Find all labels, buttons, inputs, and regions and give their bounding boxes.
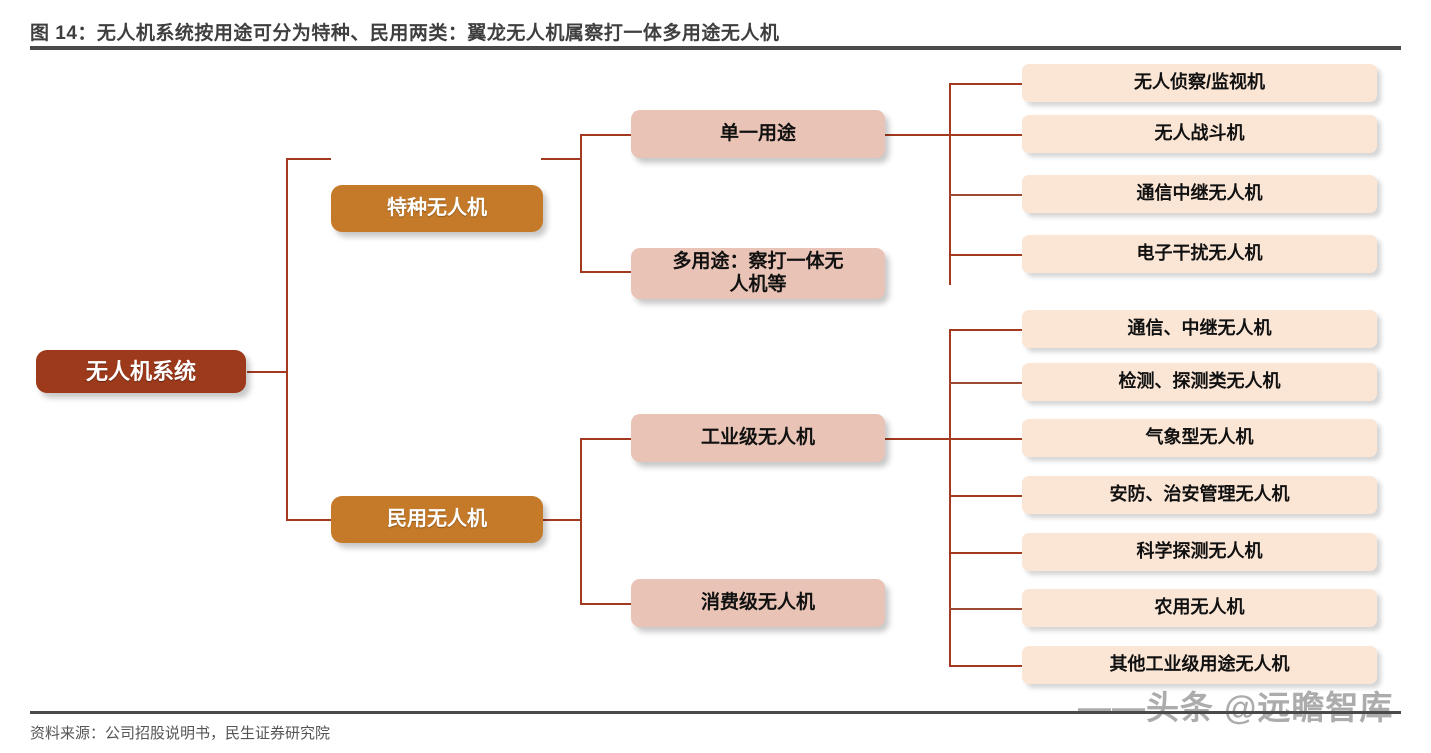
connector-root-bracket-up <box>286 158 288 373</box>
connector-root-stub <box>247 371 287 373</box>
connector-leaf-relay <box>949 194 1023 196</box>
connector-special-bracket-down <box>580 158 582 272</box>
watermark: ——头条 @远瞻智库 <box>1078 689 1394 726</box>
leaf-communication-relay-uav[interactable]: 通信、中继无人机 <box>1022 310 1377 348</box>
node-single-use[interactable]: 单一用途 <box>631 110 885 158</box>
connector-bottom-trunk-down <box>949 438 951 665</box>
node-civil-uav[interactable]: 民用无人机 <box>331 496 543 543</box>
connector-top-trunk-down <box>949 134 951 285</box>
connector-single-use-stub <box>885 134 950 136</box>
connector-civil-bracket-down <box>580 519 582 604</box>
connector-top-trunk-up <box>949 83 951 134</box>
leaf-agricultural-uav[interactable]: 农用无人机 <box>1022 589 1377 627</box>
leaf-other-industrial-uav[interactable]: 其他工业级用途无人机 <box>1022 646 1377 684</box>
node-special-uav[interactable]: 特种无人机 <box>331 185 543 232</box>
connector-leaf-recon <box>949 83 1023 85</box>
connector-to-civil <box>286 519 331 521</box>
node-multi-use[interactable]: 多用途：察打一体无 人机等 <box>631 248 885 299</box>
source-note: 资料来源：公司招股说明书，民生证券研究院 <box>30 725 331 742</box>
connector-to-industrial <box>580 438 632 440</box>
connector-leaf-combat <box>949 134 1023 136</box>
page-title: 图 14：无人机系统按用途可分为特种、民用两类：翼龙无人机属察打一体多用途无人机 <box>30 23 780 44</box>
node-industrial-uav[interactable]: 工业级无人机 <box>631 414 885 462</box>
org-tree-diagram: 无人机系统 特种无人机 民用无人机 单一用途 多用途：察打一体无 人机等 工业级… <box>0 52 1431 707</box>
leaf-security-policing-uav[interactable]: 安防、治安管理无人机 <box>1022 476 1377 514</box>
leaf-comm-relay-uav[interactable]: 通信中继无人机 <box>1022 175 1377 213</box>
leaf-meteorological-uav[interactable]: 气象型无人机 <box>1022 419 1377 457</box>
connector-to-single-use <box>580 134 632 136</box>
leaf-electronic-jamming-uav[interactable]: 电子干扰无人机 <box>1022 235 1377 273</box>
leaf-combat-uav[interactable]: 无人战斗机 <box>1022 115 1377 153</box>
node-root-uav-system[interactable]: 无人机系统 <box>36 350 246 393</box>
connector-leaf-weather <box>949 438 1023 440</box>
connector-industrial-stub <box>885 438 950 440</box>
connector-leaf-agriculture <box>949 608 1023 610</box>
connector-root-bracket-down <box>286 371 288 520</box>
connector-leaf-security <box>949 495 1023 497</box>
leaf-detection-survey-uav[interactable]: 检测、探测类无人机 <box>1022 363 1377 401</box>
node-consumer-uav[interactable]: 消费级无人机 <box>631 579 885 627</box>
leaf-scientific-survey-uav[interactable]: 科学探测无人机 <box>1022 533 1377 571</box>
connector-civil-stub <box>541 519 581 521</box>
connector-to-multi-use <box>580 271 632 273</box>
connector-civil-bracket-up <box>580 438 582 519</box>
connector-leaf-jamming <box>949 254 1023 256</box>
connector-to-special <box>286 158 331 160</box>
connector-leaf-detection <box>949 382 1023 384</box>
connector-leaf-other <box>949 665 1023 667</box>
connector-special-stub <box>541 158 581 160</box>
connector-special-bracket-up <box>580 134 582 158</box>
connector-leaf-science <box>949 552 1023 554</box>
title-divider <box>30 46 1401 50</box>
leaf-recon-surveillance-uav[interactable]: 无人侦察/监视机 <box>1022 64 1377 102</box>
connector-to-consumer <box>580 603 632 605</box>
footer-divider <box>30 711 1401 714</box>
connector-leaf-comm-relay <box>949 329 1023 331</box>
